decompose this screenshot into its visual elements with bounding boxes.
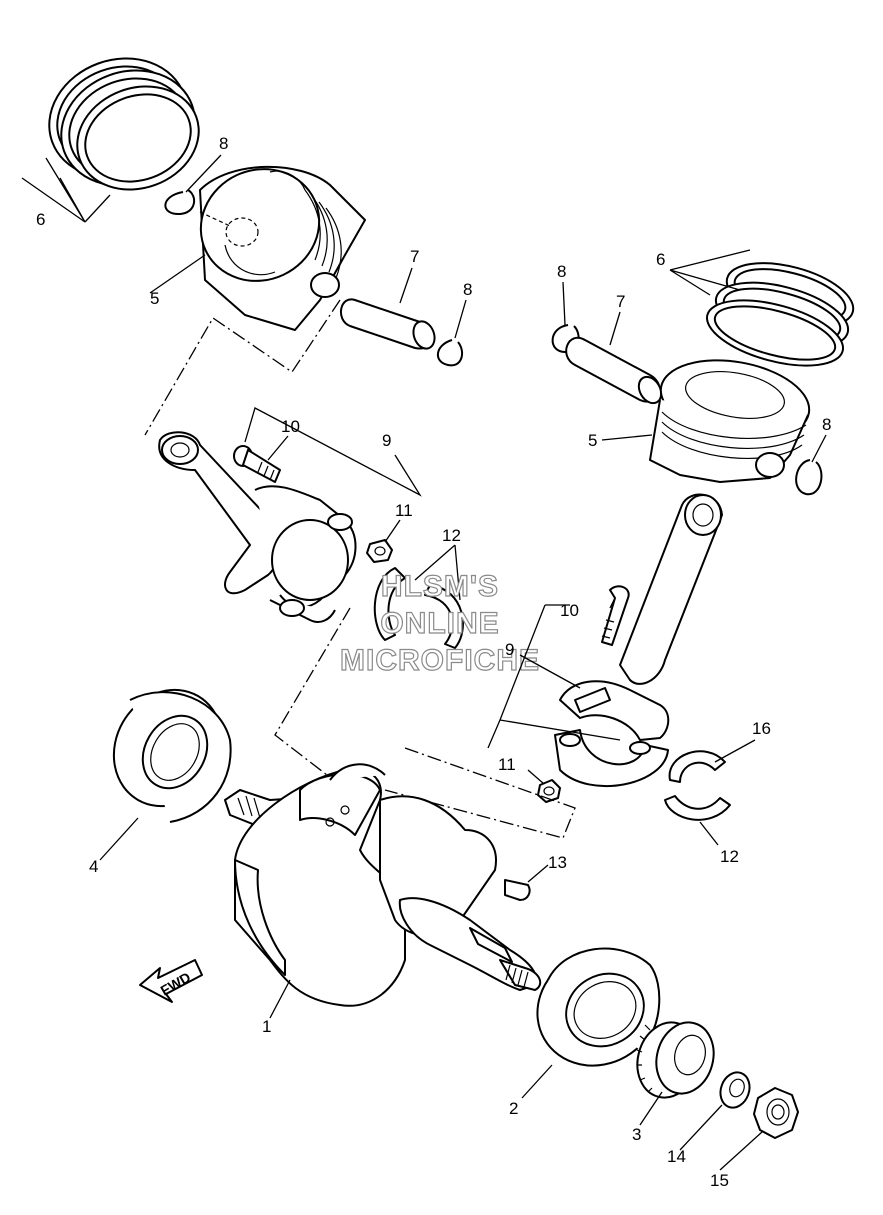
connecting-rod-right[interactable] — [559, 493, 723, 741]
callout-14: 14 — [667, 1147, 686, 1166]
callout-9-left: 9 — [382, 431, 391, 450]
callout-8-right-top: 8 — [557, 262, 566, 281]
callout-8-left-top: 8 — [219, 134, 228, 153]
callout-9-right: 9 — [505, 640, 514, 659]
rod-nut-left[interactable] — [366, 539, 393, 563]
piston-rings-right[interactable] — [700, 251, 860, 378]
callout-8-right-bottom: 8 — [822, 415, 831, 434]
piston-rings-left[interactable] — [32, 40, 213, 207]
piston-pin-right[interactable] — [565, 336, 665, 407]
watermark-line-3: MICROFICHE — [340, 644, 540, 677]
piston-left[interactable] — [182, 150, 366, 331]
piston-pin-clip-right-bottom[interactable] — [795, 459, 823, 496]
callout-1: 1 — [262, 1017, 271, 1036]
watermark-line-1: HLSM'S — [381, 570, 499, 603]
rod-bolt-left[interactable] — [233, 445, 281, 483]
callout-7-right: 7 — [616, 292, 625, 311]
rod-bolt-right[interactable] — [601, 585, 630, 646]
callout-5-left: 5 — [150, 289, 159, 308]
main-bearing-right[interactable] — [516, 929, 679, 1088]
callout-12-left: 12 — [442, 526, 461, 545]
callout-6-right: 6 — [656, 250, 665, 269]
watermark: HLSM'S ONLINE MICROFICHE — [339, 569, 540, 677]
callout-2: 2 — [509, 1099, 518, 1118]
rod-bearing-left[interactable] — [373, 567, 464, 649]
watermark-line-2: ONLINE — [380, 607, 499, 640]
piston-pin-clip-left-top[interactable] — [164, 189, 196, 216]
connecting-rod-left[interactable] — [158, 431, 357, 623]
callout-10-left: 10 — [281, 417, 300, 436]
woodruff-key[interactable] — [504, 879, 531, 901]
callout-8-left-bottom: 8 — [463, 280, 472, 299]
piston-pin-left[interactable] — [340, 298, 438, 351]
forward-direction-arrow: FWD — [139, 959, 203, 1003]
callout-11-left: 11 — [395, 501, 413, 520]
rod-bearing-right[interactable] — [664, 750, 731, 821]
callout-10-right: 10 — [560, 601, 579, 620]
callout-6-left: 6 — [36, 210, 45, 229]
callout-11-right: 11 — [498, 755, 516, 774]
washer[interactable] — [716, 1068, 755, 1111]
callout-5-right: 5 — [588, 431, 597, 450]
rod-cap-right[interactable] — [554, 729, 669, 788]
callout-labels: 1 2 3 4 5 5 6 6 7 7 8 8 8 8 9 9 10 10 11… — [36, 134, 831, 1190]
callout-16: 16 — [752, 719, 771, 738]
callout-15: 15 — [710, 1171, 729, 1190]
crank-gear[interactable] — [629, 1016, 721, 1105]
callout-4: 4 — [89, 857, 98, 876]
piston-pin-clip-left-bottom[interactable] — [437, 339, 464, 367]
main-bearing-left[interactable] — [93, 670, 243, 826]
callout-7-left: 7 — [410, 247, 419, 266]
callout-13: 13 — [548, 853, 567, 872]
crankshaft[interactable] — [224, 763, 542, 1007]
callout-3: 3 — [632, 1125, 641, 1144]
callout-12-right: 12 — [720, 847, 739, 866]
crank-nut[interactable] — [753, 1087, 799, 1139]
piston-right[interactable] — [649, 350, 815, 483]
